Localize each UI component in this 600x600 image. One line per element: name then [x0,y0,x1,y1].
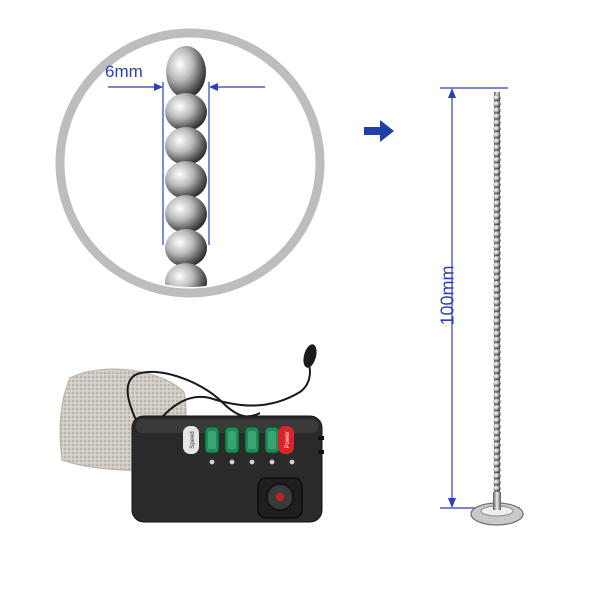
rod-bead [493,237,501,244]
rod-bead [493,101,501,108]
rod-bead [493,367,501,374]
rod-bead [493,218,501,226]
rod-bead [493,460,501,467]
rod-bead [493,324,501,331]
rod-bead [493,466,501,474]
rod-bead [493,448,501,455]
rod-bead [493,256,501,263]
rod-bead [493,417,501,424]
rod-bead [493,94,501,102]
speed-button[interactable] [183,426,199,454]
rod-bead [493,442,501,449]
rod-bead [493,200,501,207]
rod-bead [493,473,501,480]
rod-bead [493,336,501,343]
diameter-label: 6mm [105,62,143,81]
rod-bead [493,175,501,182]
rod-bead [493,299,501,306]
status-leds [209,459,295,465]
rod-bead [493,132,501,139]
rod-bead [493,318,501,325]
rod-bead [493,163,501,170]
rod-bead [493,429,501,436]
rod-bead [493,125,501,133]
rod-bead [493,287,501,294]
power-button-label: Power [285,431,291,448]
plug-tip [303,344,317,368]
rod-bead [493,144,501,151]
rod-bead [493,194,501,201]
beaded-rod [493,92,501,494]
rod-bead [493,361,501,368]
rod-bead [493,435,501,443]
rod-bead [493,423,501,430]
rod-bead [493,373,501,381]
rod-bead [493,454,501,461]
rod-bead [493,107,501,114]
rod-bead [493,479,501,486]
rod-bead [493,398,501,405]
rod-bead [493,392,501,399]
rod-bead [493,404,501,412]
rod-bead [493,274,501,281]
rod-bead [493,386,501,393]
rod-bead [493,187,501,195]
rod-bead [493,268,501,275]
wires [126,361,311,439]
rod-bead [493,355,501,362]
speed-button-label: Speed [190,431,196,448]
rod-bead [493,311,501,319]
rod-bead [493,262,501,269]
rod-bead [493,330,501,337]
rod-bead [493,169,501,176]
rod-bead [493,206,501,213]
rod-bead [493,156,501,164]
rod-base [470,492,524,526]
rod-bead [493,349,501,356]
rod-bead [493,113,501,120]
rod-bead [493,138,501,145]
rod-bead [493,243,501,250]
rod-bead [493,305,501,312]
beaded-rod-closeup [165,46,207,287]
length-label: 100mm [437,265,458,326]
arrow-right-icon [364,120,394,142]
rod-bead [493,212,501,219]
rod-bead [493,181,501,188]
controller-box [131,415,324,523]
channel-buttons [204,426,280,454]
rod-bead [493,119,501,127]
rod-bead [493,280,501,288]
rod-bead [493,380,501,387]
rod-bead [493,225,501,232]
rod-bead [493,411,501,418]
rod-bead [493,150,501,157]
intensity-knob[interactable] [257,477,303,519]
rod-bead [493,485,501,492]
zoom-callout-ring [55,28,325,298]
rod-bead [493,293,501,300]
power-button[interactable] [278,426,294,454]
rod-bead [493,342,501,350]
rod-bead [493,249,501,257]
rod-bead [493,231,501,238]
